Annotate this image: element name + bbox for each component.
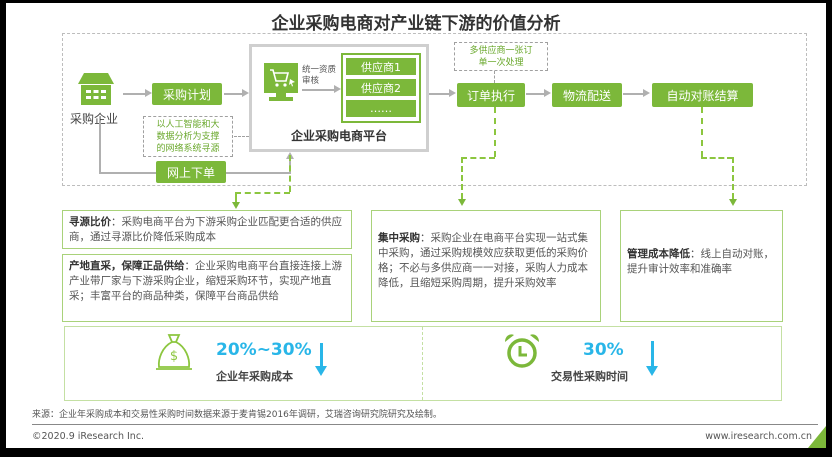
corner-decoration xyxy=(808,426,826,448)
card-centralized-procurement: 集中采购：采购企业在电商平台实现一站式集中采购，通过采购规模效应获取更低的采购价… xyxy=(371,210,601,322)
arrow-right-icon xyxy=(643,89,650,97)
arrow-down-icon xyxy=(458,199,466,206)
arrow-down-icon xyxy=(232,202,240,209)
arrow-down-icon xyxy=(729,199,737,206)
cost-reduction-value: 20%~30% xyxy=(216,340,312,360)
platform-label: 企业采购电商平台 xyxy=(290,129,387,143)
arrow-right-icon xyxy=(145,89,152,97)
source-note: 来源：企业年采购成本和交易性采购时间数据来源于麦肯锡2016年调研，艾瑞咨询研究… xyxy=(32,410,442,420)
connector-line xyxy=(123,93,145,95)
arrow-right-icon xyxy=(334,85,341,93)
enterprise-label: 采购企业 xyxy=(70,112,119,126)
supplier-item: 供应商1 xyxy=(346,58,416,75)
procurement-platform: 统一资质 审核 供应商1 供应商2 …… 企业采购电商平台 xyxy=(249,44,429,152)
arrow-down-icon xyxy=(315,343,327,376)
building-icon xyxy=(78,73,114,105)
review-label: 统一资质 审核 xyxy=(302,65,337,86)
money-bag-icon: $ xyxy=(156,334,192,370)
arrow-right-icon xyxy=(242,89,249,97)
dashed-connector xyxy=(461,157,495,159)
arrow-down-icon xyxy=(646,341,658,376)
dashed-connector xyxy=(235,192,290,194)
dashed-connector xyxy=(235,192,237,202)
connector-line xyxy=(623,93,643,95)
connector-line xyxy=(224,93,244,95)
step-logistics: 物流配送 xyxy=(552,83,622,107)
connector-line xyxy=(302,89,334,91)
time-reduction-value: 30% xyxy=(583,340,624,360)
dashed-connector xyxy=(701,157,733,159)
dashed-connector xyxy=(461,157,463,199)
dashed-connector xyxy=(234,136,249,137)
multi-supplier-note: 多供应商一张订 单一次处理 xyxy=(454,42,548,71)
connector-line xyxy=(526,93,546,95)
dashed-connector xyxy=(289,155,291,192)
card-management-cost: 管理成本降低：线上自动对账，提升审计效率和准确率 xyxy=(620,210,783,322)
alarm-clock-icon xyxy=(505,334,539,368)
supplier-item: …… xyxy=(346,100,416,117)
supplier-item: 供应商2 xyxy=(346,79,416,96)
flow-frame xyxy=(62,33,807,186)
shopping-cart-monitor-icon xyxy=(264,63,298,93)
dashed-connector xyxy=(494,107,496,157)
connector-line xyxy=(99,121,101,173)
step-auto-reconciliation: 自动对账结算 xyxy=(652,83,753,107)
time-reduction-label: 交易性采购时间 xyxy=(551,370,628,383)
step-order-execution: 订单执行 xyxy=(457,83,525,107)
cost-reduction-label: 企业年采购成本 xyxy=(216,370,293,383)
ai-sourcing-note: 以人工智能和大 数据分析为支撑 的网络系统寻源 xyxy=(143,116,233,157)
supplier-list: 供应商1 供应商2 …… xyxy=(341,53,421,123)
connector-line xyxy=(429,93,449,95)
svg-text:$: $ xyxy=(170,349,178,364)
online-order-box: 网上下单 xyxy=(156,161,226,183)
page-title: 企业采购电商对产业链下游的价值分析 xyxy=(271,14,561,34)
stats-panel xyxy=(64,326,782,401)
slide: 企业采购电商对产业链下游的价值分析 采购企业 采购计划 以人工智能和大 数据分析… xyxy=(6,3,826,448)
card-sourcing: 寻源比价：采购电商平台为下游采购企业匹配更合适的供应商，通过寻源比价降低采购成本 xyxy=(62,210,352,249)
divider xyxy=(32,424,818,425)
procurement-plan-box: 采购计划 xyxy=(152,83,222,105)
website-link[interactable]: www.iresearch.com.cn xyxy=(705,431,812,442)
copyright: ©2020.9 iResearch Inc. xyxy=(32,431,145,442)
arrow-right-icon xyxy=(449,89,456,97)
card-direct-sourcing: 产地直采，保障正品供给：企业采购电商平台直接连接上游产业带厂家与下游采购企业，缩… xyxy=(62,254,352,322)
dashed-connector xyxy=(494,71,495,83)
arrow-right-icon xyxy=(544,89,551,97)
dashed-connector xyxy=(732,157,734,199)
dashed-connector xyxy=(701,107,703,157)
